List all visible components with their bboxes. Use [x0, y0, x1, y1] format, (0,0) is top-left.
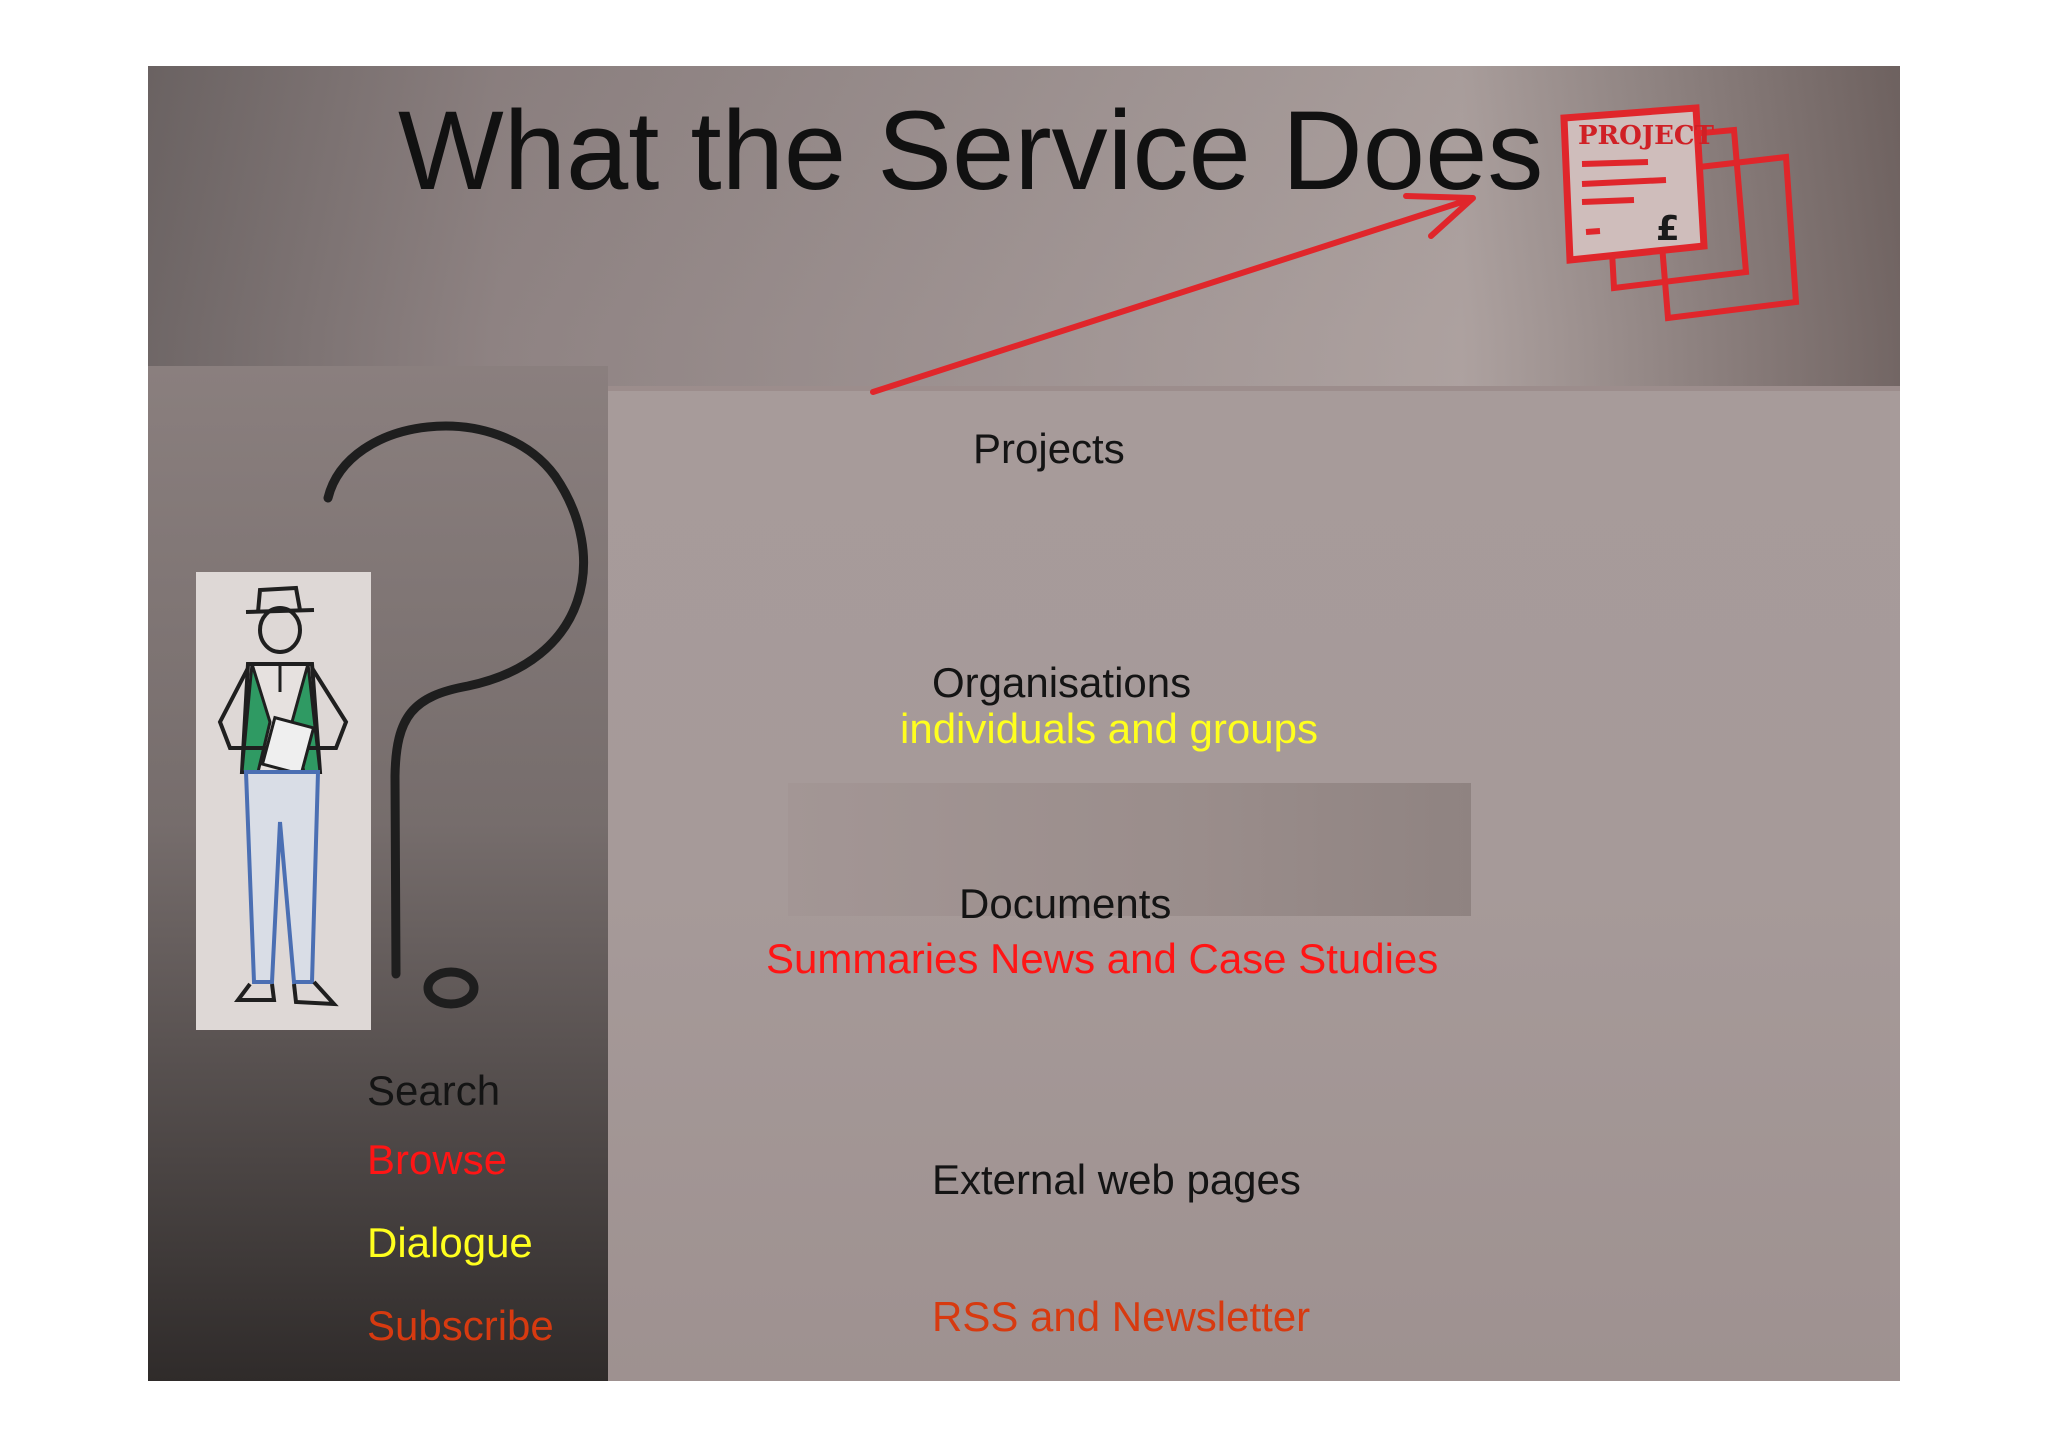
- subscribe-label: Subscribe: [367, 1302, 554, 1349]
- projects-label: Projects: [973, 425, 1125, 472]
- arrow-icon: [870, 193, 1476, 395]
- document-stack-icon: PROJECT £: [1560, 104, 1800, 322]
- documents-label: Documents: [959, 880, 1172, 927]
- document-sketch-label: PROJECT: [1578, 121, 1715, 151]
- organisations-label: Organisations: [932, 659, 1192, 706]
- dialogue-label: Dialogue: [367, 1219, 533, 1266]
- individuals-label: individuals and groups: [900, 705, 1318, 752]
- rss-newsletter-label: RSS and Newsletter: [932, 1293, 1311, 1340]
- summaries-label: Summaries News and Case Studies: [766, 935, 1439, 982]
- person-icon: [217, 585, 349, 1007]
- question-mark-icon: [323, 421, 588, 979]
- slide-title: What the Service Does: [398, 88, 1544, 213]
- svg-text:£: £: [1656, 209, 1680, 249]
- external-pages-label: External web pages: [932, 1156, 1301, 1203]
- search-label: Search: [367, 1067, 501, 1114]
- slide: What the Service Does PROJECT £: [148, 66, 1900, 1381]
- browse-label: Browse: [367, 1136, 508, 1183]
- person-illustration: [196, 572, 371, 1030]
- content-panel-shade: [788, 783, 1471, 916]
- question-dot-icon: [423, 967, 479, 1009]
